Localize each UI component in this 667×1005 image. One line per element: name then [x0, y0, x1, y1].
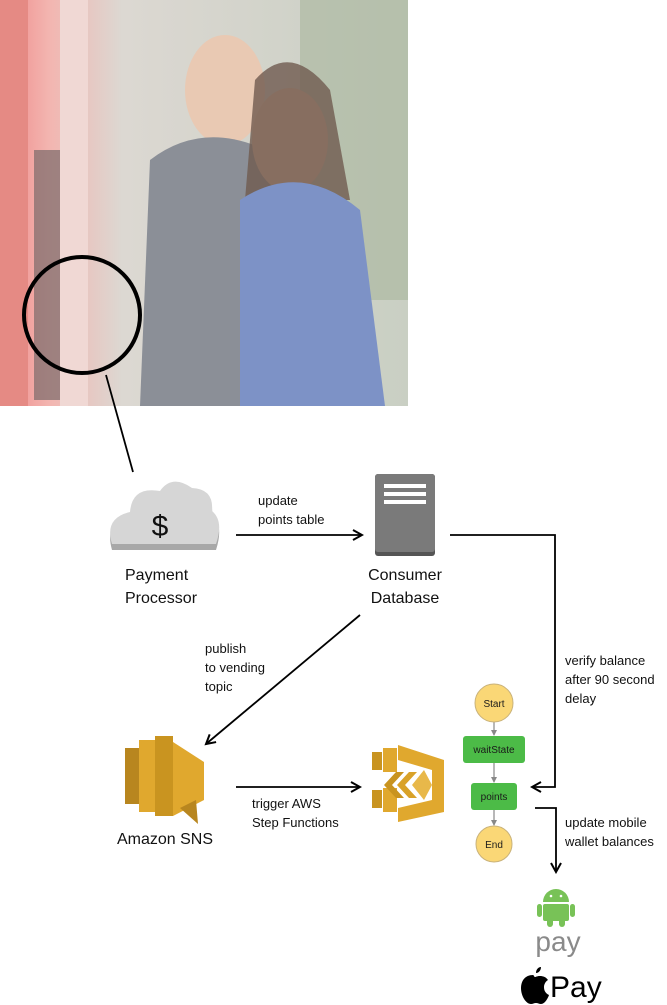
apple-pay-text: Pay: [550, 971, 602, 1004]
payment-processor-node: $ Payment Processor: [110, 481, 220, 607]
android-pay-text: pay: [535, 926, 580, 957]
android-icon: [537, 889, 575, 927]
magnifier-circle: [22, 255, 142, 375]
payment-processor-label: Payment: [125, 567, 189, 584]
edge-label: delay: [565, 691, 597, 706]
edge-label: publish: [205, 641, 246, 656]
android-pay-logo: pay: [535, 889, 581, 957]
consumer-database-label: Database: [371, 590, 440, 607]
step-functions-icon: [372, 745, 444, 822]
vending-photo: [0, 0, 408, 407]
edge-label: after 90 second: [565, 672, 655, 687]
amazon-sns-node: Amazon SNS: [117, 736, 213, 848]
edge-label: wallet balances: [564, 834, 654, 849]
state-label: waitState: [472, 745, 515, 756]
edge-label: update: [258, 493, 298, 508]
amazon-sns-label: Amazon SNS: [117, 831, 213, 848]
consumer-database-node: Consumer Database: [368, 474, 443, 607]
apple-icon: [521, 967, 549, 1004]
consumer-database-label: Consumer: [368, 567, 442, 584]
state-points: [471, 783, 517, 810]
state-label: points: [481, 792, 508, 803]
state-waitstate: [463, 736, 525, 763]
dollar-icon: $: [152, 510, 169, 543]
edge-label: trigger AWS: [252, 796, 321, 811]
state-machine: Start waitState points End: [463, 683, 525, 863]
edge-label: topic: [205, 679, 233, 694]
edge-label: verify balance: [565, 653, 645, 668]
sns-icon: [125, 736, 204, 824]
payment-processor-label: Processor: [125, 590, 198, 607]
edge-label: Step Functions: [252, 815, 339, 830]
state-label: Start: [483, 699, 504, 710]
edge-label: to vending: [205, 660, 265, 675]
apple-pay-logo: Pay: [521, 967, 602, 1004]
state-end: [475, 825, 513, 863]
state-label: End: [485, 840, 503, 851]
edge-label: update mobile: [565, 815, 647, 830]
edge-label: points table: [258, 512, 325, 527]
state-start: [474, 683, 514, 723]
